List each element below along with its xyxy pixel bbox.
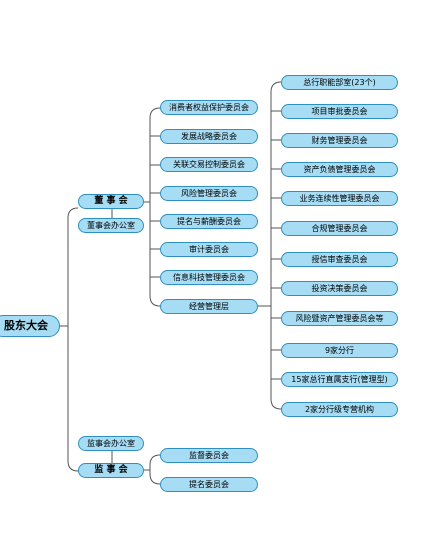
unit-risk-asset-management: 风险暨资产管理委员会等 [281,311,398,326]
board-of-directors-node: 董 事 会 [78,194,144,209]
unit-head-office-departments: 总行职能部室(23个) [281,75,398,90]
unit-asset-liability: 资产负债管理委员会 [281,162,398,177]
board-trunk [149,107,161,307]
unit-credit-review: 授信审查委员会 [281,252,398,267]
committee-audit: 审计委员会 [160,242,258,257]
unit-investment-decision: 投资决策委员会 [281,281,398,296]
unit-project-approval: 项目审批委员会 [281,104,398,119]
committee-consumer-protection: 消费者权益保护委员会 [160,100,258,115]
unit-business-continuity: 业务连续性管理委员会 [281,191,398,206]
committee-supervision: 监督委员会 [160,448,258,463]
management-node: 经营管理层 [160,299,258,314]
board-office-node: 董事会办公室 [78,218,144,233]
shareholders-meeting-node: 股东大会 [0,315,60,337]
unit-direct-sub-branches: 15家总行直属支行(管理型) [281,372,398,387]
supervisory-trunk [149,454,161,485]
unit-specialized-institutions: 2家分行级专营机构 [281,402,398,417]
unit-branches: 9家分行 [281,343,398,358]
committee-nomination-remuneration: 提名与薪酬委员会 [160,214,258,229]
board-of-supervisors-node: 监 事 会 [78,463,144,478]
root-trunk [67,207,79,472]
committee-risk: 风险管理委员会 [160,186,258,201]
committee-nomination: 提名委员会 [160,477,258,492]
supervisory-office-node: 监事会办公室 [78,436,144,451]
management-trunk [270,81,282,410]
committee-it: 信息科技管理委员会 [160,270,258,285]
unit-finance: 财务管理委员会 [281,133,398,148]
committee-strategy: 发展战略委员会 [160,129,258,144]
committee-related-transactions: 关联交易控制委员会 [160,157,258,172]
unit-compliance: 合规管理委员会 [281,221,398,236]
